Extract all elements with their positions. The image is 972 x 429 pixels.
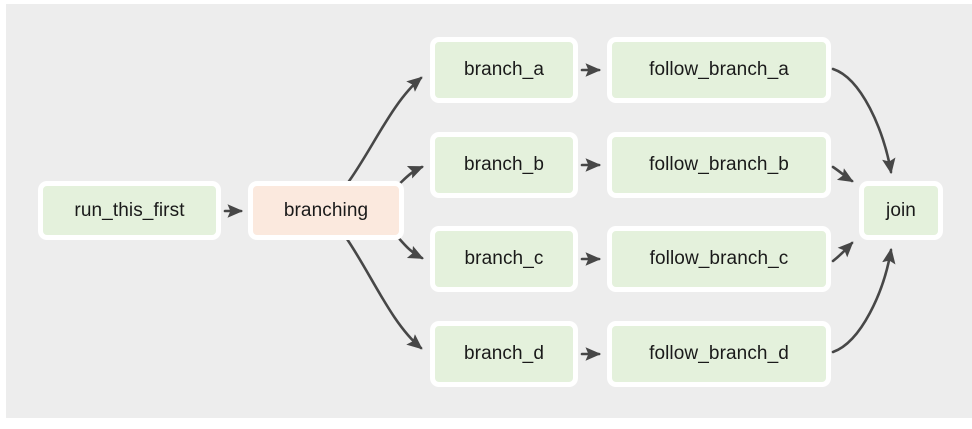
edge-branching-branch_d xyxy=(345,237,423,350)
node-label: branch_b xyxy=(463,154,545,175)
node-label: branch_a xyxy=(463,59,545,80)
node-label: follow_branch_b xyxy=(649,154,789,175)
node-label: run_this_first xyxy=(74,199,185,221)
node-label: follow_branch_d xyxy=(649,343,789,364)
edge-follow_branch_c-join xyxy=(831,241,854,263)
node-branch_d[interactable]: branch_d xyxy=(430,321,578,387)
edge-follow_branch_a-join xyxy=(831,67,896,175)
node-branch_a[interactable]: branch_a xyxy=(430,37,578,103)
edge-branching-branch_a xyxy=(345,76,423,186)
node-label: join xyxy=(886,199,916,221)
node-label: branch_d xyxy=(463,343,545,364)
node-branch_c[interactable]: branch_c xyxy=(430,226,578,292)
node-label: branch_c xyxy=(464,248,544,269)
node-follow_branch_c[interactable]: follow_branch_c xyxy=(607,226,831,292)
node-label: branching xyxy=(283,199,369,221)
edge-follow_branch_d-join xyxy=(831,247,896,354)
node-follow_branch_d[interactable]: follow_branch_d xyxy=(607,321,831,387)
node-branch_b[interactable]: branch_b xyxy=(430,132,578,198)
node-branching[interactable]: branching xyxy=(248,181,404,240)
edge-follow_branch_b-join xyxy=(831,165,854,183)
node-label: follow_branch_c xyxy=(649,248,789,269)
node-follow_branch_b[interactable]: follow_branch_b xyxy=(607,132,831,198)
node-label: follow_branch_a xyxy=(649,59,789,80)
node-join[interactable]: join xyxy=(859,181,943,240)
node-follow_branch_a[interactable]: follow_branch_a xyxy=(607,37,831,103)
node-run_this_first[interactable]: run_this_first xyxy=(38,181,221,240)
